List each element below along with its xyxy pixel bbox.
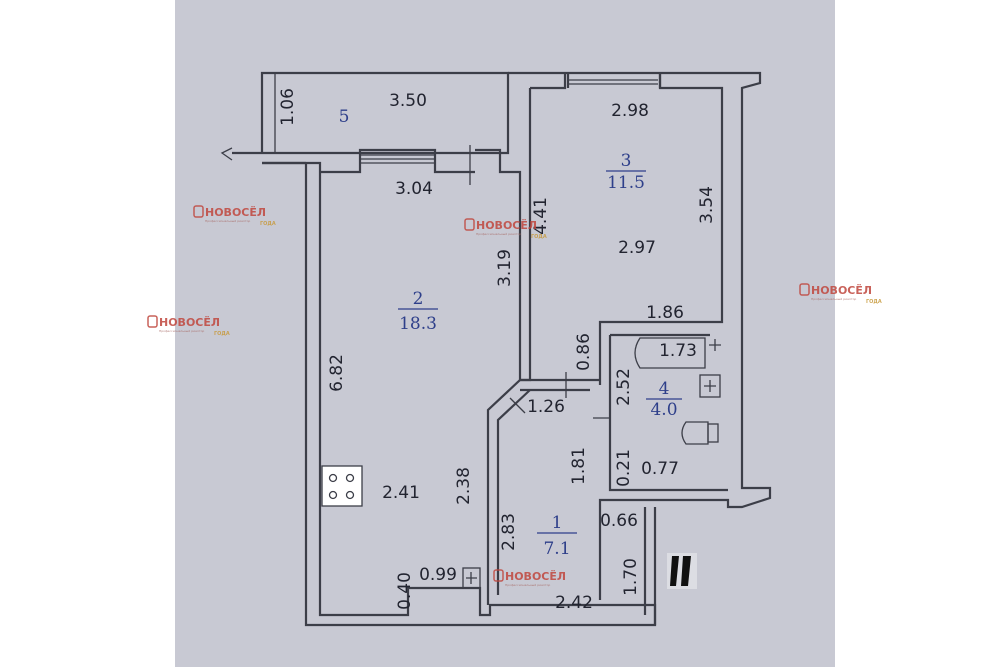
dim-hall-bottom: 2.42 [555,593,593,613]
watermark-brand: НОВОСЁЛ [205,205,266,219]
room-5-number: 5 [339,107,350,127]
dim-balcony-depth: 1.06 [278,88,298,126]
room-2-number: 2 [413,289,424,309]
room-3-area: 11.5 [607,173,645,193]
dimension-labels: 1.06 3.50 2.98 3.54 4.41 2.97 1.86 3.04 … [278,88,717,613]
watermark-2: НОВОСЁЛ Профессиональный риелтор ГОДА [464,218,547,240]
watermark-badge: ГОДА [260,221,276,227]
paper-background [175,0,835,667]
dim-bottom-offset: 0.40 [395,572,415,610]
dim-corridor-gap: 0.86 [574,333,594,371]
dim-bottom-width: 0.99 [419,565,457,585]
dim-room2-top: 3.04 [395,179,433,199]
watermark: НОВОСЁЛ Профессиональный риелтор ГОДА НО… [147,205,882,587]
dim-bath-bottom: 0.77 [641,459,679,479]
watermark-badge: ГОДА [531,234,547,240]
watermark-tagline: Профессиональный риелтор [811,297,856,301]
dim-room2-left: 6.82 [327,354,347,392]
room-4-number: 4 [659,379,670,399]
dim-hall-left: 2.83 [499,513,519,551]
watermark-1: НОВОСЁЛ Профессиональный риелтор ГОДА [193,205,276,227]
watermark-5: НОВОСЁЛ Профессиональный риелтор [493,569,566,587]
stove-icon [321,465,363,507]
brand-logo-icon [193,205,204,218]
watermark-badge: ГОДА [866,299,882,305]
dim-room3-left: 4.41 [531,197,551,235]
dim-balcony-width: 3.50 [389,91,427,111]
room-3-number: 3 [621,151,632,171]
dim-hall-notch: 0.66 [600,511,638,531]
dim-room3-bottom: 1.86 [646,303,684,323]
dim-corridor-diag: 1.26 [527,397,565,417]
room-2-area: 18.3 [399,314,437,334]
dim-room3-inner: 2.97 [618,238,656,258]
dim-hall-right: 1.70 [621,558,641,596]
dim-room2-right: 3.19 [495,249,515,287]
fixtures [321,337,721,589]
brand-logo-icon [147,315,158,328]
outer-walls [262,71,772,627]
dim-kitchen-depth: 2.38 [454,467,474,505]
room-labels: 5 3 11.5 2 18.3 4 4.0 1 7.1 [339,107,682,559]
dim-bath-width: 1.73 [659,341,697,361]
sink-icon [462,567,481,589]
dim-kitchen-width: 2.41 [382,483,420,503]
room-1-number: 1 [552,513,563,533]
watermark-badge: ГОДА [214,331,230,337]
brand-logo-icon [464,218,475,231]
toilet-icon [681,421,709,445]
watermark-3: НОВОСЁЛ Профессиональный риелтор ГОДА [147,315,230,337]
watermark-tagline: Профессиональный риелтор [476,232,521,236]
watermark-brand: НОВОСЁЛ [476,218,537,232]
watermark-tagline: Профессиональный риелтор [159,329,204,333]
room-4-area: 4.0 [650,400,677,420]
dim-room3-top: 2.98 [611,101,649,121]
room-1-area: 7.1 [543,539,570,559]
balcony [220,71,510,161]
watermark-tagline: Профессиональный риелтор [505,583,550,587]
watermark-brand: НОВОСЁЛ [159,315,220,329]
watermark-brand: НОВОСЁЛ [505,569,566,583]
watermark-tagline: Профессиональный риелтор [205,219,250,223]
watermark-4: НОВОСЁЛ Профессиональный риелтор ГОДА [799,283,882,305]
sink-icon [699,374,721,398]
brand-logo-icon [799,283,810,296]
dim-bath-small: 0.21 [614,449,634,487]
dim-room3-right: 3.54 [697,186,717,224]
bathtub-icon [634,337,706,369]
brand-logo-icon [493,569,504,582]
dim-bath-height: 2.52 [614,368,634,406]
dim-hall-side: 1.81 [569,447,589,485]
watermark-brand: НОВОСЁЛ [811,283,872,297]
